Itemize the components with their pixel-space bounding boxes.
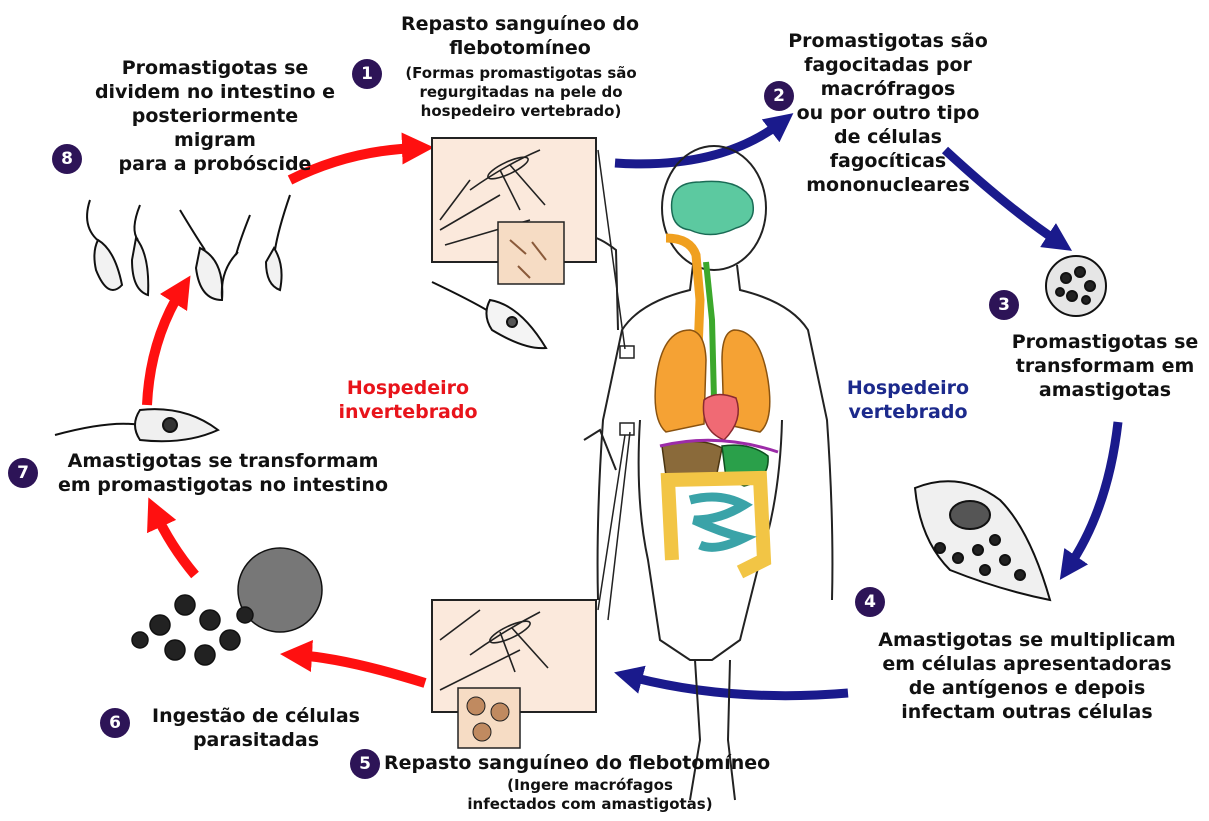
body-marker-lower (620, 423, 634, 435)
step-3-badge: 3 (989, 290, 1019, 320)
step-5-note: (Ingere macrófagos infectados com amasti… (440, 776, 740, 814)
esophagus (706, 262, 714, 400)
step-7-badge: 7 (8, 458, 38, 488)
promastigotes-dividing-cluster (87, 195, 290, 300)
step-5-badge: 5 (350, 749, 380, 779)
arrow-4-to-5 (628, 676, 848, 696)
arrow-1-to-2 (615, 122, 782, 164)
infected-cells-cluster (132, 548, 322, 665)
arrow-3-to-4 (1068, 422, 1118, 568)
host-label-invertebrate: Hospedeiro invertebrado (318, 376, 498, 424)
lungs-left (655, 330, 706, 432)
step-1-title: Repasto sanguíneo do flebotomíneo (380, 12, 660, 60)
step-4-title: Amastigotas se multiplicam em células ap… (862, 628, 1192, 724)
antigen-presenting-cell (915, 481, 1050, 600)
macrophage-subinset (458, 688, 520, 748)
step-4-badge: 4 (855, 587, 885, 617)
arrow-7-to-8 (147, 289, 182, 405)
small-intestine (690, 497, 744, 547)
step-2-title: Promastigotas são fagocitadas por macróf… (775, 29, 1001, 197)
amastigote-to-promastigote-cell (55, 409, 218, 441)
step-8-title: Promastigotas se dividem no intestino e … (90, 56, 340, 176)
body-marker-upper (620, 346, 634, 358)
step-3-title: Promastigotas se transformam em amastigo… (1000, 330, 1209, 402)
promastigote-free-cell (432, 282, 546, 348)
step-7-title: Amastigotas se transformam em promastigo… (48, 449, 398, 497)
arrow-6-to-7 (155, 512, 195, 575)
step-1-badge: 1 (352, 59, 382, 89)
step-8-badge: 8 (52, 144, 82, 174)
arrow-5-to-6 (296, 655, 425, 683)
step-1-note: (Formas promastigotas são regurgitadas n… (390, 64, 652, 121)
heart (703, 394, 738, 440)
host-label-vertebrate: Hospedeiro vertebrado (828, 376, 988, 424)
macrophage-with-amastigotes (1046, 256, 1106, 316)
promastigote-subinset (498, 222, 564, 284)
step-5-title: Repasto sanguíneo do flebotomíneo (384, 751, 804, 775)
brain (672, 181, 754, 234)
step-6-title: Ingestão de células parasitadas (140, 704, 372, 752)
step-6-badge: 6 (100, 708, 130, 738)
